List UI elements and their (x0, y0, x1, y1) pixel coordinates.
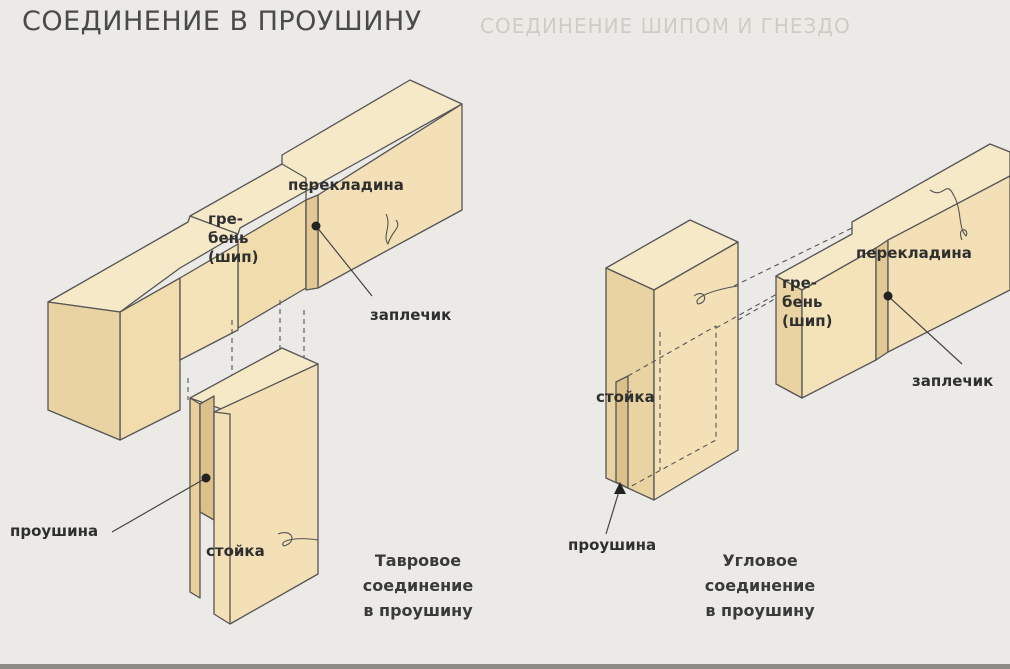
leader-dots (201, 221, 893, 494)
tee-shoulder-label: заплечик (370, 306, 452, 324)
corner-caption: Угловое соединение в проушину (680, 548, 840, 623)
tee-tenon-label: гре- бень (шип) (208, 210, 259, 267)
bleed-through-heading: СОЕДИНЕНИЕ ШИПОМ И ГНЕЗДО (480, 14, 851, 38)
tee-tenon-line-3: (шип) (208, 248, 259, 266)
corner-shoulder-label: заплечик (912, 372, 994, 390)
corner-slot-label: проушина (568, 536, 657, 554)
tee-caption-line-1: Тавровое (374, 551, 462, 570)
tee-slot-label: проушина (10, 522, 99, 540)
bottom-divider (0, 664, 1010, 669)
corner-caption-line-3: в проушину (705, 601, 815, 620)
tee-tenon-line-1: гре- (208, 210, 243, 228)
corner-post-label: стойка (596, 388, 655, 406)
corner-tenon-line-1: гре- (782, 274, 817, 292)
leader-lines (111, 225, 963, 535)
tee-caption-line-2: соединение (362, 576, 474, 595)
corner-tenon-line-3: (шип) (782, 312, 833, 330)
corner-caption-line-2: соединение (704, 576, 816, 595)
corner-caption-line-1: Угловое (722, 551, 798, 570)
tee-caption-line-3: в проушину (363, 601, 473, 620)
tee-post (189, 347, 319, 625)
corner-tenon-line-2: бень (782, 293, 823, 311)
tee-post-label: стойка (206, 542, 265, 560)
tee-crossbar (47, 79, 463, 441)
tee-crossbar-label: перекладина (288, 176, 404, 194)
corner-crossbar (775, 143, 1010, 399)
tee-tenon-line-2: бень (208, 229, 249, 247)
corner-crossbar-label: перекладина (856, 244, 972, 262)
tee-caption: Тавровое соединение в проушину (338, 548, 498, 623)
corner-tenon-label: гре- бень (шип) (782, 274, 833, 331)
corner-post (605, 219, 739, 501)
page-title: СОЕДИНЕНИЕ В ПРОУШИНУ (22, 6, 422, 37)
